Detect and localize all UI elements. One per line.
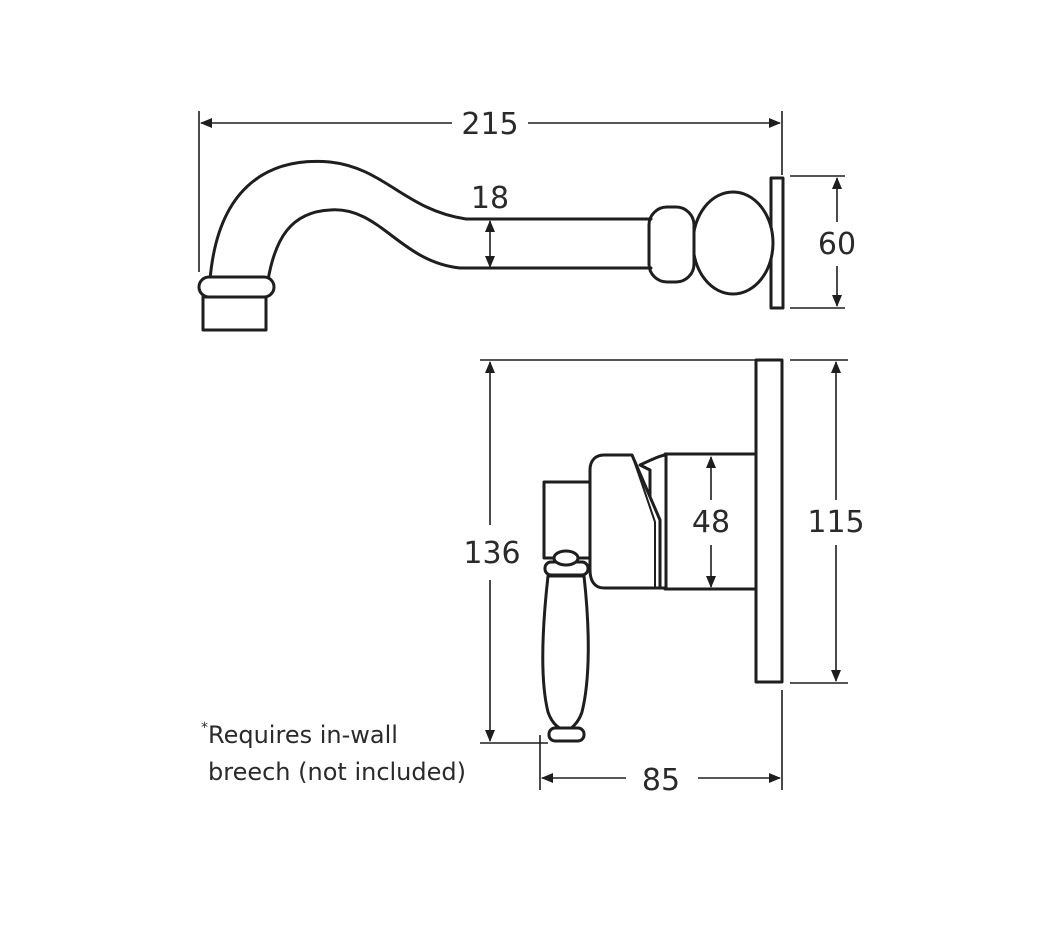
breech-note: * Requires in-wall breech (not included) [201, 720, 466, 786]
note-line-1: Requires in-wall [208, 721, 398, 749]
spout-collar [647, 205, 696, 284]
mixer-plate-label: 115 [807, 505, 864, 540]
spout-drawing [197, 159, 785, 332]
mixer-side-block [542, 480, 592, 560]
mixer-body-label: 48 [692, 505, 730, 540]
spout-diameter-label: 18 [471, 181, 509, 216]
mixer-drawing [541, 358, 784, 743]
dimension-mixer-overall-height: 136 [463, 359, 756, 744]
dimension-spout-plate: 60 [790, 175, 856, 309]
spout-plate-label: 60 [818, 227, 856, 262]
dimension-mixer-plate: 115 [790, 359, 865, 684]
spout-length-label: 215 [461, 107, 518, 142]
spout-outlet-ring [197, 275, 276, 299]
mixer-projection-label: 85 [642, 763, 680, 798]
spout-body [208, 159, 653, 282]
spout-aerator [201, 295, 268, 332]
note-line-2: breech (not included) [208, 758, 466, 786]
spout-ball-connector [691, 190, 775, 296]
dimension-mixer-projection: 85 [539, 690, 783, 798]
note-asterisk: * [201, 720, 208, 736]
lever-bottom-cap [547, 726, 586, 743]
mixer-wall-plate [754, 358, 784, 684]
dimension-spout-diameter: 18 [471, 181, 509, 268]
dimension-mixer-body: 48 [692, 456, 730, 588]
dimension-spout-length: 215 [198, 107, 783, 272]
lever-handle [541, 574, 590, 732]
mixer-height-label: 136 [463, 536, 520, 571]
